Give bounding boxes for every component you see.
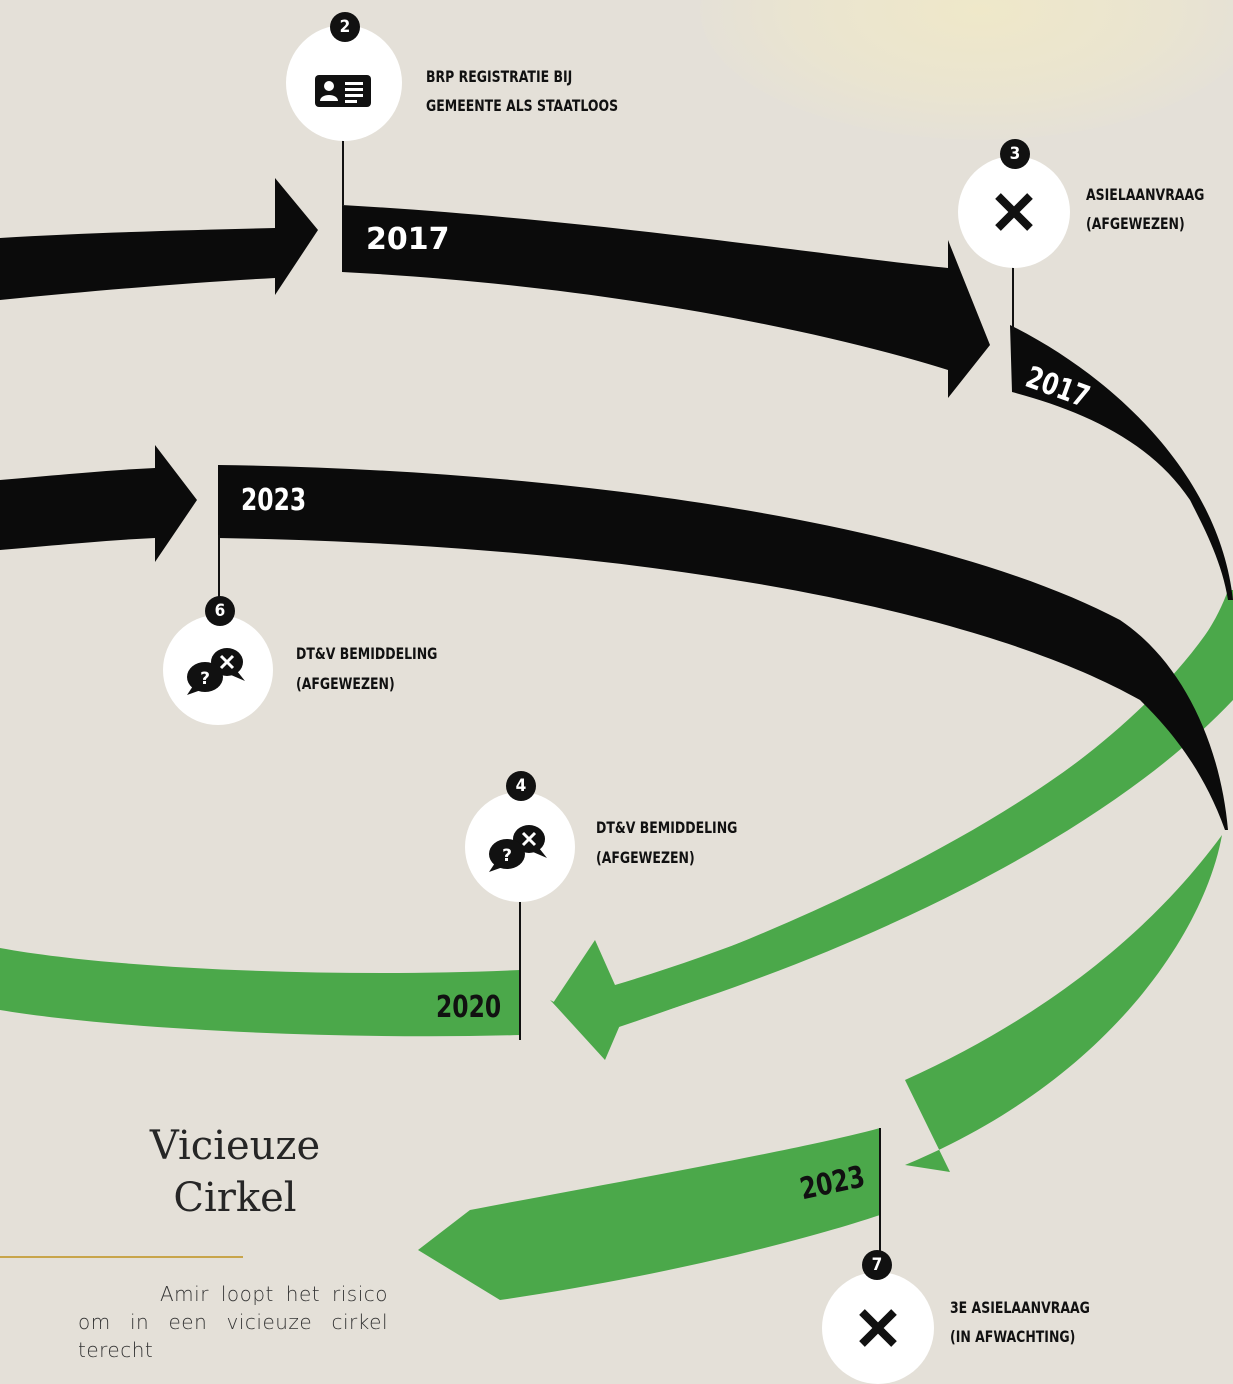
cross-icon [859,1309,897,1347]
spiral-arrow-black-mid-tail [0,445,197,562]
spiral-arrow-black-mid-band [218,465,1228,830]
title-divider [0,1256,243,1258]
svg-text:?: ? [200,669,210,689]
chat-bubbles-icon: ? [187,648,245,695]
step-2-label-line1: BRP REGISTRATIE BIJ [426,67,573,86]
id-card-icon [315,75,371,107]
step-4-year: 2020 [436,990,502,1025]
step-4-label-line2: (AFGEWEZEN) [596,848,695,867]
spiral-arrow-black-top-tail [0,178,318,300]
spiral-arrow-black-right-curve [1010,325,1233,600]
section-title-line1: Vicieuze [149,1123,321,1169]
chat-bubbles-icon: ? [489,825,547,872]
step-4-node: ? [465,792,575,902]
spiral-arrow-green-bottom-band [418,1128,880,1300]
step-6-label-line2: (AFGEWEZEN) [296,674,395,693]
step-6-number: 6 [205,596,235,626]
svg-text:?: ? [502,846,512,866]
step-6-year: 2023 [241,483,307,518]
step-2-number: 2 [330,12,360,42]
step-6-node: ? [163,615,273,725]
step-4-number: 4 [506,771,536,801]
cross-icon [995,193,1033,231]
section-title: Vicieuze Cirkel [110,1120,360,1224]
step-2-label-line2: GEMEENTE ALS STAATLOOS [426,96,619,115]
step-3-node [958,156,1070,268]
section-title-line2: Cirkel [173,1175,297,1221]
step-3-label-line1: ASIELAANVRAAG [1086,185,1205,204]
spiral-arrow-green-upper-head [553,590,1233,1060]
intro-paragraph-text: Amir loopt het risico om in een vicieuze… [78,1282,388,1362]
step-6-label-line1: DT&V BEMIDDELING [296,644,438,663]
step-2-year: 2017 [366,222,450,257]
step-7-node [822,1272,934,1384]
step-7-number: 7 [862,1250,892,1280]
step-7-label-line2: (IN AFWACHTING) [950,1327,1076,1346]
spiral-arrow-green-upper-band [0,948,520,1037]
step-3-label-line2: (AFGEWEZEN) [1086,214,1185,233]
spiral-arrow-black-top-band [342,205,990,398]
step-7-label-line1: 3E ASIELAANVRAAG [950,1298,1090,1317]
step-3-number: 3 [1000,139,1030,169]
spiral-arrow-green-bottom [905,835,1222,1172]
step-4-label-line1: DT&V BEMIDDELING [596,818,738,837]
step-2-node [286,25,402,141]
intro-paragraph: Amir loopt het risico om in een vicieuze… [78,1280,388,1364]
